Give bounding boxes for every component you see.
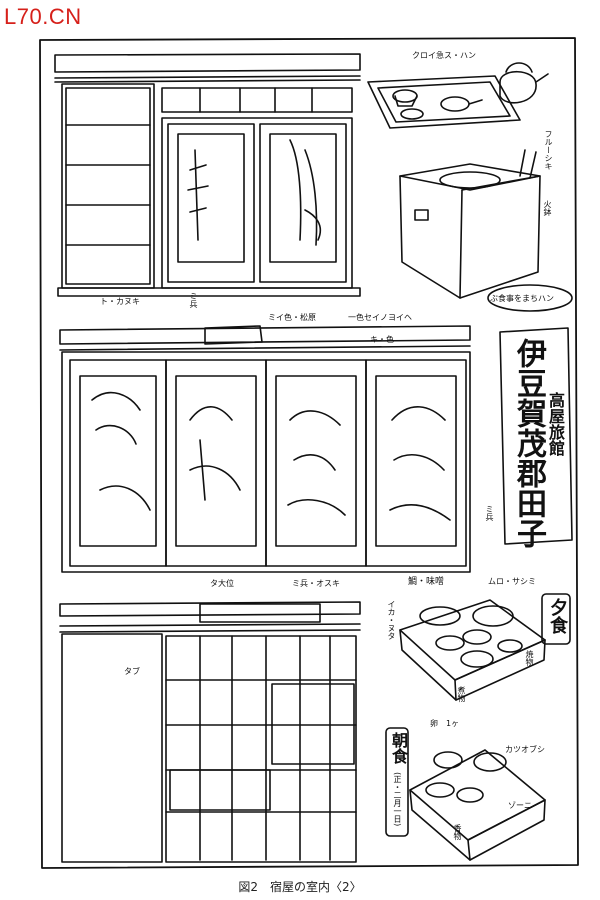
figure-caption: 図2 宿屋の室内〈2〉 [238,880,362,894]
label-dinner-a: 鯛・味噌 [408,577,445,587]
middle-fusuma [59,325,471,573]
breakfast-title: 朝食 [389,732,408,764]
breakfast-date: (正・二月一日) [393,772,402,827]
page-frame [39,37,579,869]
label-lintel-right: ミ兵・オスキ [292,579,340,588]
label-breakfast-c: ゾーニ [508,801,532,810]
label-ranma-b: 一色セイノヨイヘ [348,313,412,322]
tea-tray [367,62,549,129]
label-eat-sign: ぶ食事をまちハン [490,294,554,303]
label-hibachi: 火鉢 [543,200,552,216]
label-ranma-a: ミイ色・松原 [268,313,316,322]
label-tray-cups: クロイ急ス・ハン [412,51,476,60]
top-room [54,53,361,297]
dinner-title: 夕食 [547,598,568,634]
signboard-line2: 高屋旅館 [546,392,565,456]
label-furoshiki: フルーシキ [544,130,553,170]
watermark-logo: L70.CN [4,4,82,29]
bottom-room [59,601,361,863]
breakfast-tray [385,727,546,861]
label-mirage: ミ兵 [189,292,198,308]
label-breakfast-b: カツオブシ [505,745,545,754]
label-breakfast-d: 香物 [453,824,462,840]
signboard-frame [499,327,573,545]
label-shoji: ト・カヌキ [100,297,140,306]
label-dinner-c: イカ・ヌタ [387,600,396,640]
signboard-line1: 伊豆賀茂郡田子 [511,338,546,548]
label-wall: ミ兵 [485,505,494,521]
label-fusuma-side: タブ [124,667,140,676]
dinner-tray [399,593,571,701]
eat-sign-bubble [487,284,573,312]
label-dinner-d: 焼物 [525,650,534,666]
label-breakfast-a: 卵 1ヶ [430,719,460,728]
hibachi-box [399,149,541,299]
label-dinner-b: ムロ・サシミ [488,577,536,586]
label-ranma-c: キ・色 [370,335,394,344]
label-dinner-e: 煮物 [457,686,466,702]
label-lintel: タ大位 [210,579,234,588]
